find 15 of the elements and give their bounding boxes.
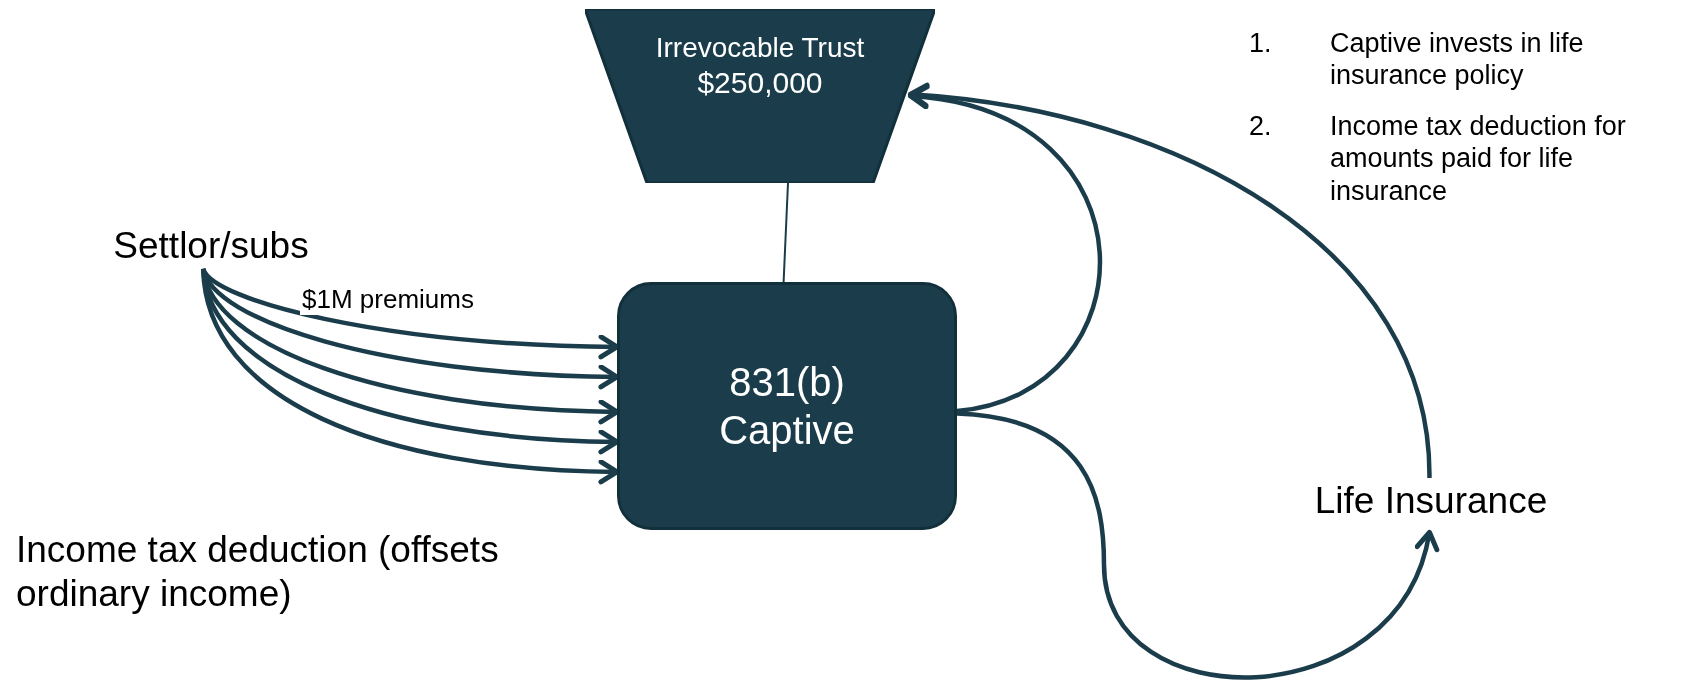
trapezoid-box [585, 9, 935, 183]
list-number: 1. [1249, 27, 1273, 60]
node-text: Irrevocable Trust [655, 31, 865, 65]
node-text: 831(b) Captive [718, 359, 856, 454]
arrow [908, 83, 1432, 479]
process-box [617, 282, 957, 530]
arrow [956, 411, 1438, 680]
list-number: 2. [1249, 110, 1273, 143]
arrow [908, 86, 1102, 414]
node-text: Settlor/subs [113, 223, 309, 268]
list-item-text: Captive invests in life insurance policy [1330, 27, 1585, 92]
node-text: Life Insurance [1314, 478, 1548, 523]
node-text: $250,000 [697, 64, 823, 101]
note-text: Income tax deduction (offsets ordinary income) [16, 528, 500, 617]
list-item-text: Income tax deduction for amounts paid for life insurance [1330, 110, 1627, 208]
